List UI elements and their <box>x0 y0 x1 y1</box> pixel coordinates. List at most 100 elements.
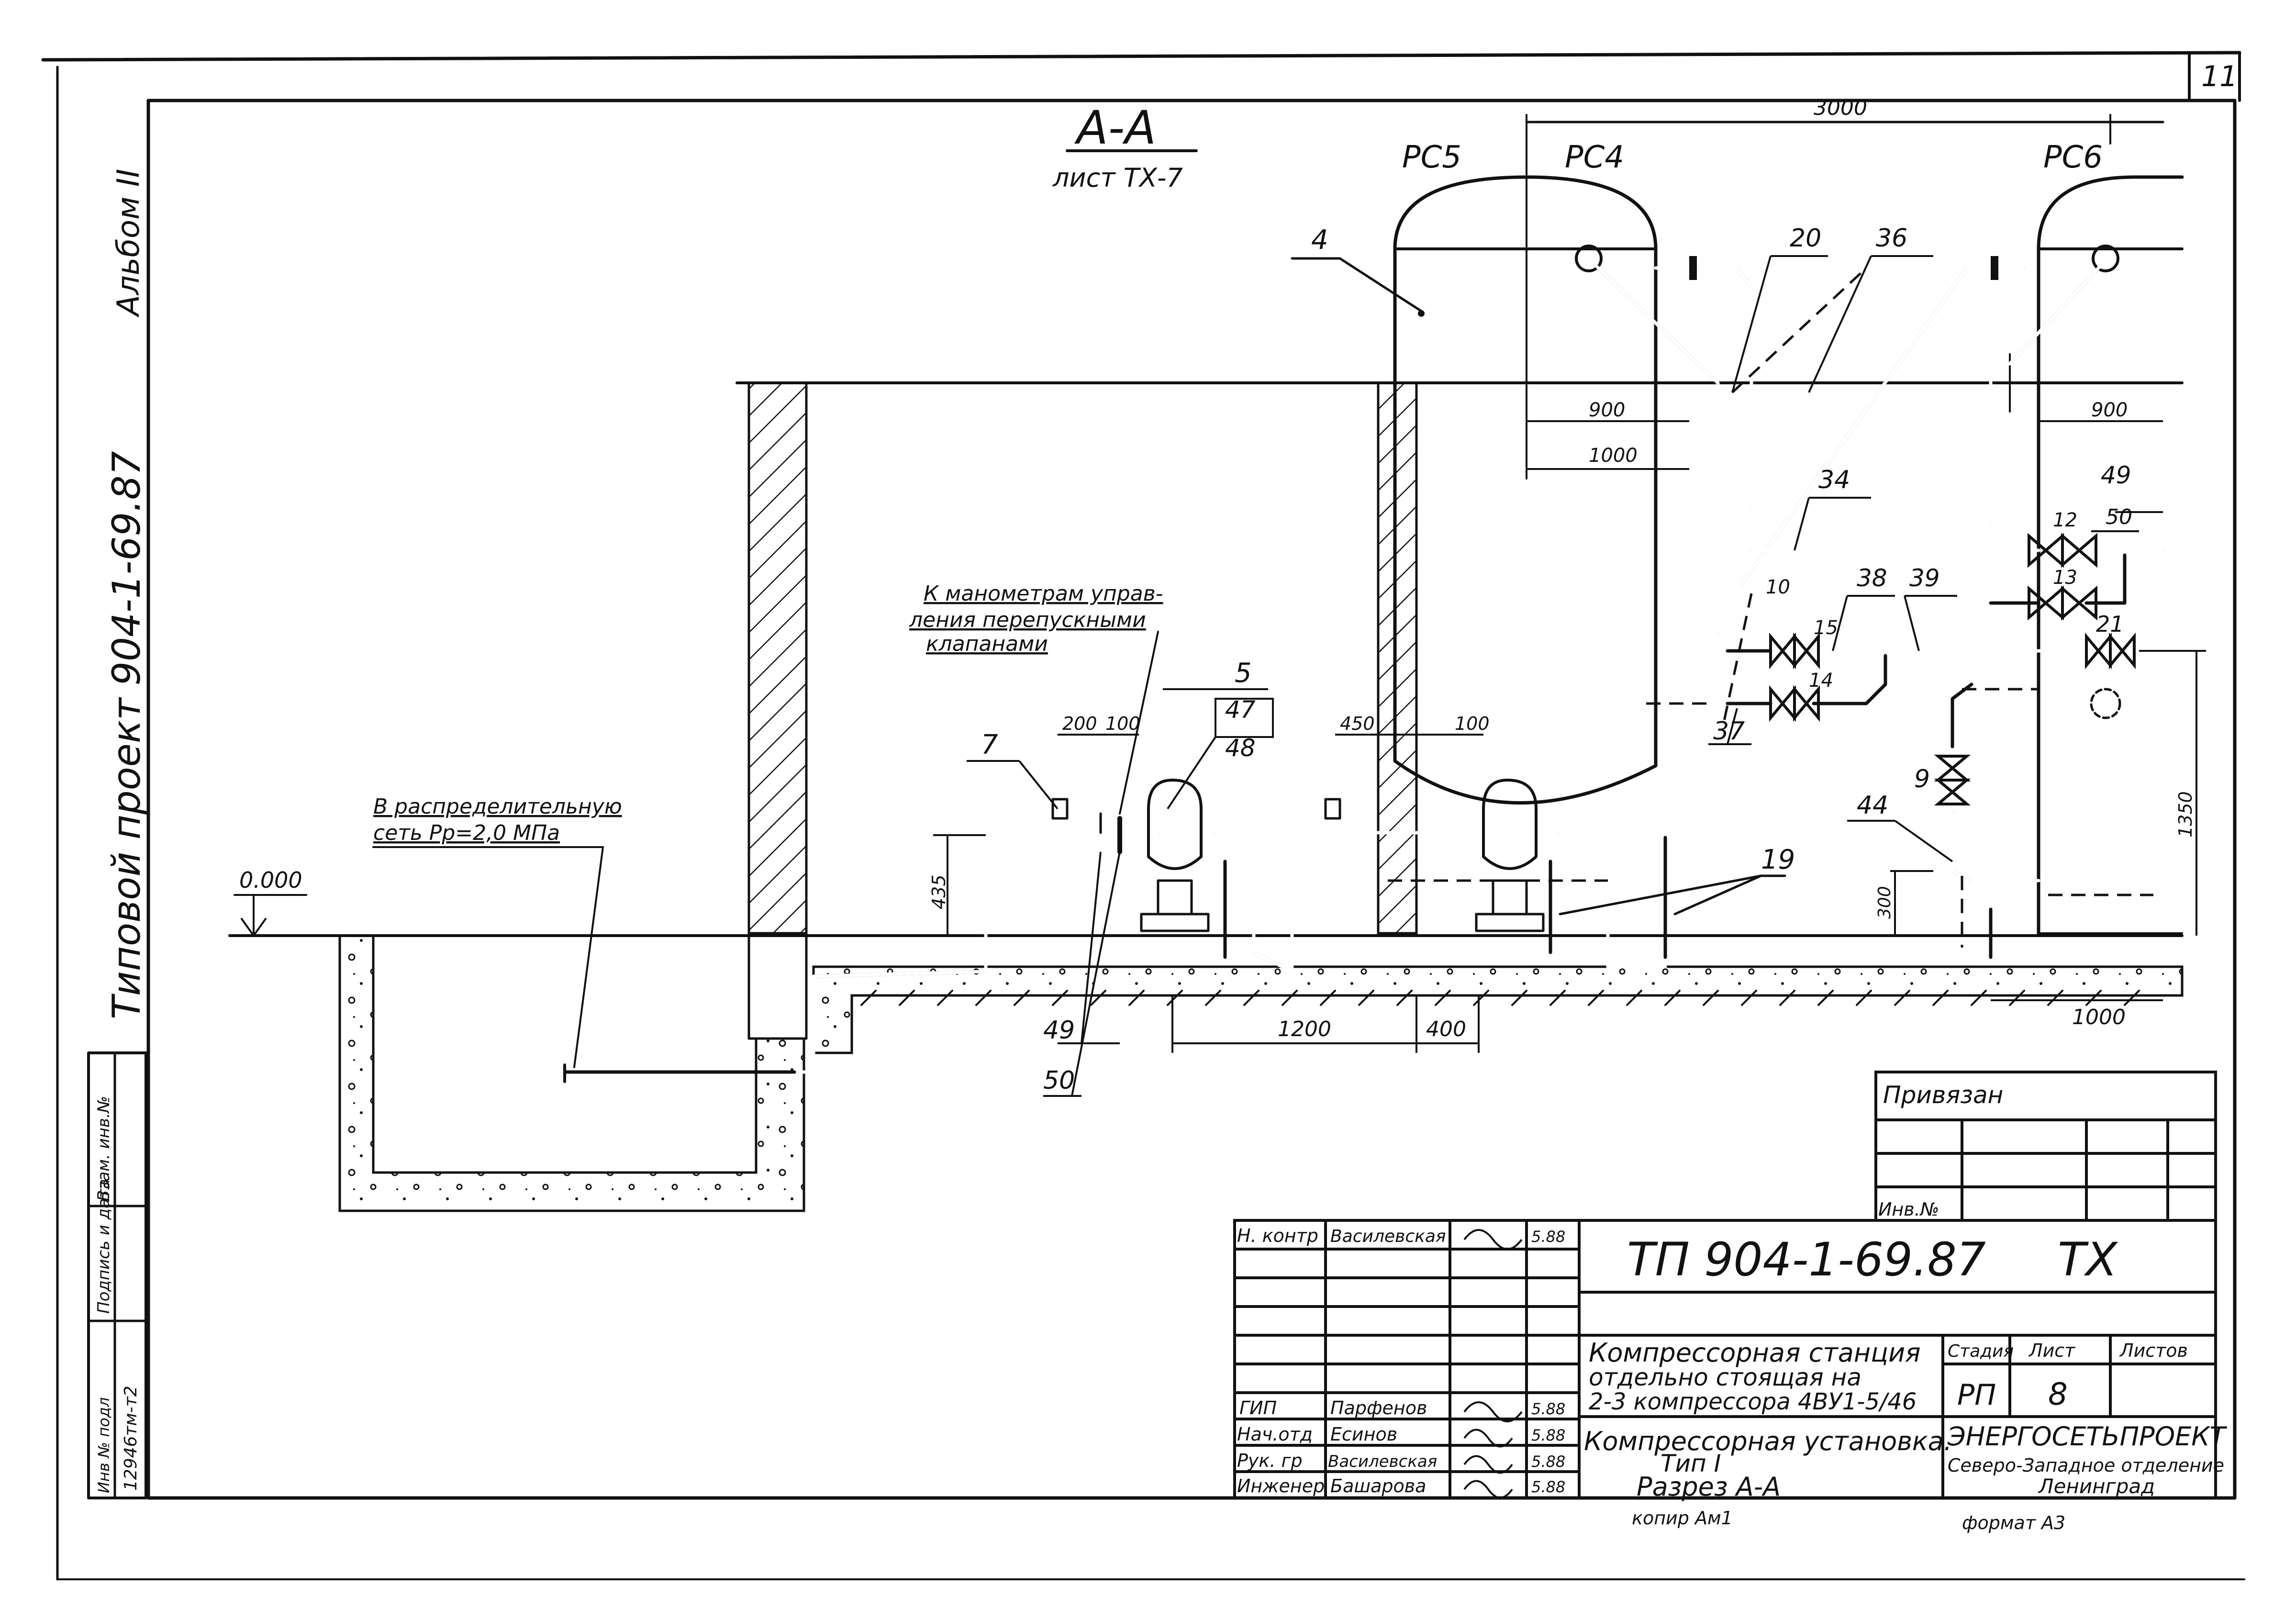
pos-20: 20 <box>1790 224 1821 253</box>
pos-48: 48 <box>1225 734 1256 762</box>
pos-49a: 49 <box>2101 461 2131 489</box>
label-rs4: РС4 <box>1565 140 1624 175</box>
note-network-1: В распределительную <box>373 794 622 819</box>
role-cell: ГИП <box>1239 1397 1277 1419</box>
title-designation: ТП 904-1-69.87 <box>1627 1233 1986 1286</box>
receiver-tank <box>1393 175 1658 805</box>
sheet-header: Лист <box>2028 1340 2076 1361</box>
receiver-tank-right <box>2037 175 2184 935</box>
pos-12: 12 <box>2053 509 2077 531</box>
pos-9: 9 <box>1914 765 1930 793</box>
role-cell: Инженер <box>1237 1475 1325 1497</box>
title-drawing-1: Компрессорная установка. <box>1584 1426 1952 1456</box>
note-manometers-2: ления перепускными <box>909 608 1146 632</box>
pos-36: 36 <box>1876 224 1907 253</box>
binding-title: Привязан <box>1883 1081 2003 1109</box>
section-sheet-ref: лист ТХ-7 <box>1052 163 1183 193</box>
org-city: Ленинград <box>2038 1475 2155 1498</box>
role-date: 5.88 <box>1531 1228 1565 1246</box>
label-rs6: РС6 <box>2043 140 2103 175</box>
dim-1000a: 1000 <box>1589 445 1638 467</box>
pos-14: 14 <box>1809 670 1833 692</box>
role-date: 5.88 <box>1531 1478 1565 1496</box>
note-network-2: сеть Рр=2,0 МПа <box>373 821 560 845</box>
pos-38: 38 <box>1857 564 1887 592</box>
footer-format: формат А3 <box>1962 1512 2065 1533</box>
dim-100a: 100 <box>1105 713 1140 734</box>
role-date: 5.88 <box>1531 1426 1565 1444</box>
pos-7: 7 <box>981 729 998 760</box>
title-mark: ТХ <box>2058 1233 2118 1286</box>
role-date: 5.88 <box>1531 1400 1565 1418</box>
dim-300: 300 <box>1875 886 1895 919</box>
dim-200: 200 <box>1062 713 1097 734</box>
side-stamp-inv-orig: Инв № подл <box>95 1397 113 1493</box>
role-name: Башарова <box>1330 1475 1426 1497</box>
note-manometers-3: клапанами <box>926 632 1048 656</box>
callout-leaders <box>967 255 2163 1097</box>
label-rs5: РС5 <box>1402 140 1461 175</box>
note-manometers-1: К манометрам управ- <box>924 581 1163 606</box>
org-name: ЭНЕРГОСЕТЬПРОЕКТ <box>1947 1421 2228 1452</box>
pos-15: 15 <box>1814 617 1838 639</box>
role-date: 5.88 <box>1531 1452 1565 1471</box>
dim-435: 435 <box>928 874 949 909</box>
level-label: 0.000 <box>239 867 302 893</box>
side-stamp-replace-inv: Взам. инв.№ <box>94 1096 113 1201</box>
dimension-lines <box>933 420 2206 1053</box>
sheet-frame <box>41 51 2245 1581</box>
title-drawing-2: Тип I <box>1661 1450 1721 1477</box>
pos-19: 19 <box>1761 844 1795 875</box>
pos-47: 47 <box>1225 696 1256 724</box>
dim-3000: 3000 <box>1814 96 1867 120</box>
dim-100b: 100 <box>1455 713 1490 734</box>
dim-400: 400 <box>1426 1017 1466 1041</box>
role-name: Парфенов <box>1330 1397 1427 1419</box>
role-cell: Рук. гр <box>1237 1450 1303 1471</box>
org-branch: Северо-Западное отделение <box>1948 1455 2224 1476</box>
roles-table: Н. контр Василевская 5.88 ГИП Парфенов 5… <box>1237 1225 1565 1497</box>
stage-header: Стадия <box>1948 1341 2014 1361</box>
pos-21: 21 <box>2096 611 2124 637</box>
pos-4: 4 <box>1311 224 1328 256</box>
pos-37: 37 <box>1713 717 1745 746</box>
pos-34: 34 <box>1818 466 1850 494</box>
pos-39: 39 <box>1909 564 1940 592</box>
side-stamp-inv-value: 12946тм-т2 <box>121 1385 141 1491</box>
role-cell: Нач.отд <box>1237 1424 1313 1445</box>
binding-inv: Инв.№ <box>1878 1199 1939 1220</box>
title-drawing-3: Разрез А-А <box>1637 1472 1781 1502</box>
role-name: Есинов <box>1330 1424 1397 1445</box>
title-object-2: отдельно стоящая на <box>1589 1363 1861 1391</box>
role-name: Василевская <box>1330 1227 1446 1246</box>
dim-900b: 900 <box>2091 399 2128 421</box>
signatures <box>1463 1229 1523 1499</box>
project-side-label: Типовой проект 904-1-69.87 <box>104 451 149 1019</box>
role-cell: Н. контр <box>1237 1225 1318 1246</box>
dim-1000b: 1000 <box>2072 1005 2126 1029</box>
section-title: А-А <box>1074 101 1156 155</box>
sheet-number: 11 <box>2201 60 2238 93</box>
sheets-header: Листов <box>2119 1340 2188 1361</box>
sheet-value: 8 <box>2048 1377 2068 1412</box>
tank-piping <box>1575 245 2119 634</box>
pos-50b: 50 <box>1043 1066 1075 1095</box>
stage-value: РП <box>1957 1378 1996 1412</box>
dim-450: 450 <box>1340 713 1375 734</box>
dim-900a: 900 <box>1589 399 1625 421</box>
pos-44: 44 <box>1857 791 1888 820</box>
wall-column-left <box>747 381 808 935</box>
album-label: Альбом II <box>111 169 146 318</box>
pos-49b: 49 <box>1043 1016 1075 1045</box>
title-object-3: 2-3 компрессора 4ВУ1-5/46 <box>1589 1388 1917 1415</box>
pos-13: 13 <box>2053 567 2077 589</box>
side-stamp <box>87 1051 147 1499</box>
side-stamp-sign-date: Подпись и дата <box>94 1179 113 1314</box>
pos-5: 5 <box>1235 658 1252 689</box>
compressor-1 <box>1140 779 1210 932</box>
title-object-1: Компрессорная станция <box>1589 1338 1921 1368</box>
dim-1350: 1350 <box>2175 791 2196 838</box>
wall-column-mid <box>1377 381 1418 935</box>
footer-copied: копир Ам1 <box>1632 1508 1733 1529</box>
